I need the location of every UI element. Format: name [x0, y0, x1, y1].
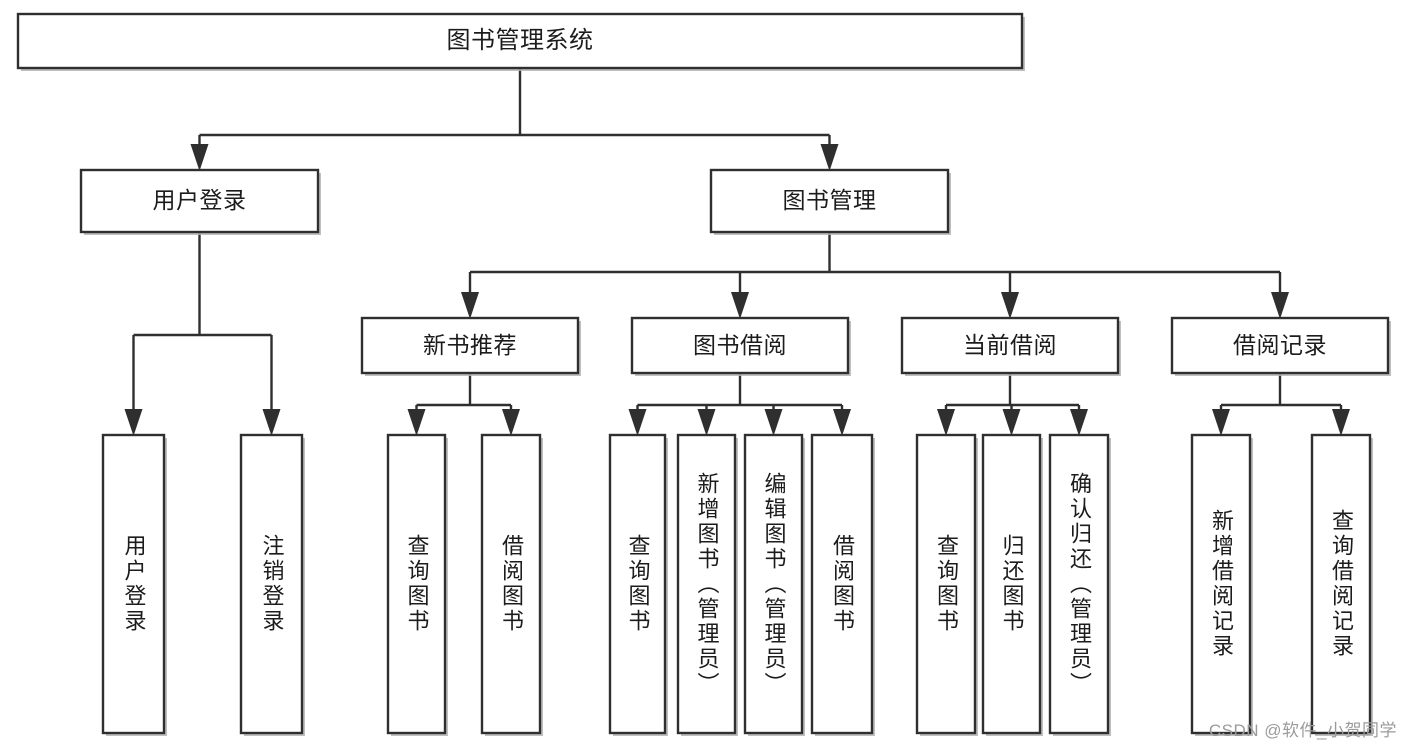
- node-box-f-query-book-2[interactable]: [608, 433, 667, 735]
- arrow-head-borrow-record: [1271, 292, 1289, 319]
- node-box-f-user-login[interactable]: [101, 433, 166, 735]
- arrow-head-f-user-login: [124, 409, 143, 436]
- node-box-f-borrow-book-2[interactable]: [810, 433, 874, 735]
- node-box-f-user-logout[interactable]: [239, 433, 304, 735]
- node-box-f-confirm-ret[interactable]: [1048, 433, 1110, 735]
- watermark-text: CSDN @软件_小贺同学: [1208, 721, 1397, 740]
- arrow-head-f-confirm-ret: [1070, 409, 1088, 436]
- arrow-head-f-add-record: [1212, 409, 1230, 436]
- arrow-head-f-user-logout: [262, 409, 281, 436]
- arrow-head-f-query-book-3: [937, 409, 955, 436]
- arrow-head-f-borrow-book-2: [833, 409, 851, 436]
- node-box-root[interactable]: [16, 12, 1024, 70]
- node-box-f-edit-book[interactable]: [743, 433, 804, 735]
- node-box-layer: [16, 12, 1391, 736]
- node-box-f-query-book-1[interactable]: [386, 433, 447, 735]
- node-box-f-query-book-3[interactable]: [915, 433, 977, 735]
- arrow-head-user-login: [190, 144, 209, 171]
- node-box-book-borrow[interactable]: [630, 316, 850, 375]
- node-box-f-add-book[interactable]: [676, 433, 737, 735]
- node-box-new-book-rec[interactable]: [360, 316, 580, 375]
- connector-layer: [124, 68, 1350, 436]
- node-box-current-borrow[interactable]: [900, 316, 1120, 375]
- node-box-book-manage[interactable]: [709, 168, 950, 234]
- node-box-borrow-record[interactable]: [1170, 316, 1390, 375]
- arrow-head-new-book-rec: [461, 292, 479, 319]
- arrow-head-f-edit-book: [764, 409, 783, 436]
- arrow-head-book-borrow: [731, 292, 749, 319]
- arrow-head-f-query-record: [1332, 409, 1350, 436]
- arrow-head-f-borrow-book-1: [502, 409, 520, 436]
- node-box-f-borrow-book-1[interactable]: [480, 433, 542, 735]
- arrow-head-current-borrow: [1001, 292, 1019, 319]
- arrow-head-f-add-book: [697, 409, 716, 436]
- node-box-f-add-record[interactable]: [1190, 433, 1252, 735]
- arrow-head-f-return-book: [1002, 409, 1021, 436]
- node-box-f-query-record[interactable]: [1310, 433, 1372, 735]
- arrow-head-f-query-book-2: [628, 409, 647, 436]
- arrow-head-f-query-book-1: [407, 409, 426, 436]
- arrow-head-book-manage: [820, 144, 839, 171]
- node-box-f-return-book[interactable]: [981, 433, 1042, 735]
- node-box-user-login[interactable]: [79, 168, 320, 234]
